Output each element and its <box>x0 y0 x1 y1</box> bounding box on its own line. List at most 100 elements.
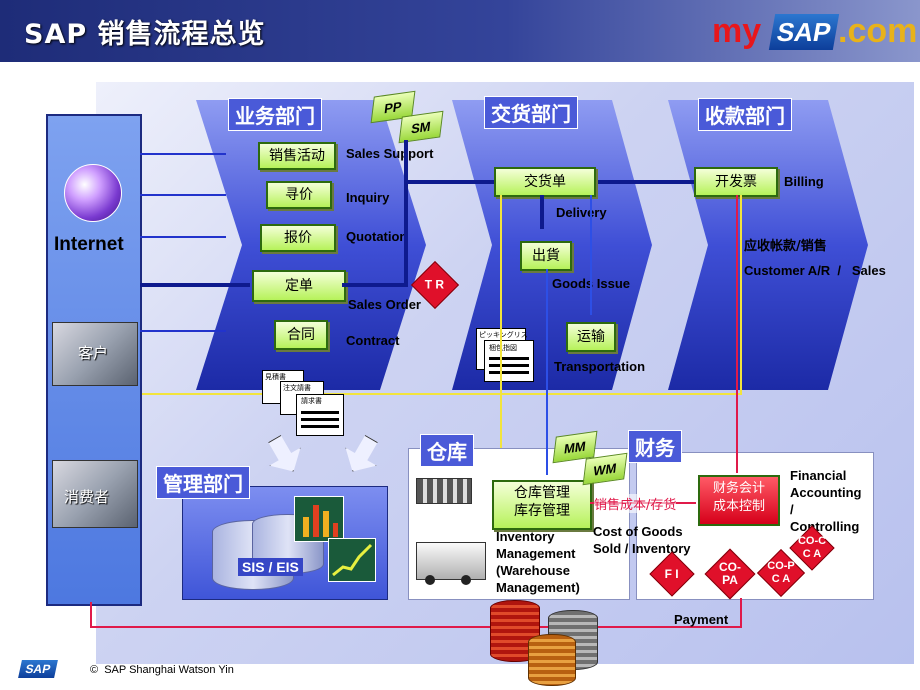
inventory-desc-line2: Management <box>496 546 576 561</box>
billing-dept-label: 收款部门 <box>698 98 792 131</box>
truck-icon <box>416 542 486 585</box>
globe-icon <box>64 164 122 222</box>
warehouse-dept-label: 仓库 <box>420 434 474 467</box>
sales-order-box[interactable]: 定单 <box>252 270 346 302</box>
fi-module-label: F I <box>665 566 679 581</box>
inventory-desc-line4: Management) <box>496 580 580 595</box>
bar-chart-bar <box>323 511 329 537</box>
fin-accounting-line1: 财务会计 <box>712 481 765 496</box>
customer-label: 客户 <box>78 344 109 362</box>
logo-my-text: my <box>712 12 762 50</box>
flow-to-transport <box>590 195 592 315</box>
cogs-line1: Cost of Goods <box>593 524 683 539</box>
delivery-dept-label: 交货部门 <box>484 96 578 129</box>
payment-line-left <box>90 602 92 628</box>
line-chart-svg <box>332 543 373 577</box>
billing-label: Billing <box>784 174 824 189</box>
arrow-sales-order <box>140 283 250 287</box>
page-title: SAP 销售流程总览 <box>24 19 266 50</box>
internet-label: Internet <box>54 234 124 255</box>
transport-box[interactable]: 运输 <box>566 322 616 352</box>
flow-to-billing <box>594 180 694 184</box>
quote-doc-title: 見積書 <box>265 373 286 381</box>
warehouse-building-icon <box>416 478 472 504</box>
fin-desc: Financial Accounting / Controlling <box>790 467 862 535</box>
packing-doc-title: 梱包指図 <box>489 344 517 352</box>
arrow-inquiry <box>140 194 226 196</box>
warehouse-mgmt-line2: 库存管理 <box>514 503 570 519</box>
flow-order-up <box>404 180 408 287</box>
logo-sap-text: SAP <box>768 14 840 50</box>
management-dept-label: 管理部门 <box>156 466 250 499</box>
copca-module-label: CO-P C A <box>767 560 795 585</box>
payment-label: Payment <box>674 612 729 627</box>
doc-line <box>301 425 339 428</box>
arrow-quotation <box>140 236 226 238</box>
truck-wheel <box>461 575 471 585</box>
flow-to-delivery <box>406 180 494 184</box>
delivery-label: Delivery <box>556 205 607 220</box>
sap-footer-logo: SAP <box>18 660 58 678</box>
quotation-box[interactable]: 报价 <box>260 224 336 252</box>
doc-line <box>489 364 529 367</box>
flow-up-to-sm <box>404 140 408 180</box>
arrow-contract <box>140 330 226 332</box>
doc-line <box>489 371 529 374</box>
doc-line <box>489 357 529 360</box>
mysap-logo: my SAP .com <box>712 10 917 54</box>
billing-box[interactable]: 开发票 <box>694 167 778 197</box>
ar-label-cn: 应收帐款/销售 <box>744 239 827 254</box>
fin-accounting-line2: 成本控制 <box>712 499 765 514</box>
yellow-from-billing <box>740 195 742 395</box>
fin-accounting-box[interactable]: 财务会计 成本控制 <box>698 475 780 526</box>
inventory-desc-line1: Inventory <box>496 529 555 544</box>
order-ack-doc-title: 注文請書 <box>283 384 311 392</box>
transport-label: Transportation <box>554 359 646 374</box>
bar-chart-bar <box>303 517 309 537</box>
flow-order-right <box>342 283 408 287</box>
sales-support-label: Sales Support <box>346 146 434 161</box>
goods-issue-box[interactable]: 出貨 <box>520 241 572 271</box>
inquiry-box[interactable]: 寻价 <box>266 181 332 209</box>
title-bar <box>0 0 920 62</box>
red-billing-to-finance <box>736 195 738 473</box>
inquiry-label: Inquiry <box>346 190 390 205</box>
cogs-label-en: Cost of Goods Sold / Inventory <box>593 523 691 557</box>
invoice-doc-title: 請求書 <box>301 397 322 405</box>
sales-support-box[interactable]: 销售活动 <box>258 142 336 170</box>
contract-label: Contract <box>346 333 400 348</box>
coca-module-label: CO-C C A <box>797 535 827 560</box>
consumer-photo <box>52 460 138 528</box>
sales-dept-label: 业务部门 <box>228 98 322 131</box>
inventory-desc: Inventory Management (Warehouse Manageme… <box>496 528 580 596</box>
payment-line-right <box>740 598 742 628</box>
payment-line-bottom <box>90 626 742 628</box>
yellow-return-horizontal <box>142 393 742 395</box>
consumer-label: 消费者 <box>64 488 110 506</box>
quotation-label: Quotation <box>346 229 408 244</box>
bar-chart-icon <box>294 496 344 542</box>
flow-goods-issue-to-warehouse <box>546 269 548 475</box>
finance-dept-label: 财务 <box>628 430 682 463</box>
fin-desc-line2: Accounting <box>790 485 862 500</box>
doc-line <box>301 411 339 414</box>
line-chart-icon <box>328 538 376 582</box>
fin-desc-line4: Controlling <box>790 519 860 534</box>
warehouse-mgmt-line1: 仓库管理 <box>514 485 570 501</box>
contract-box[interactable]: 合同 <box>274 320 328 350</box>
logo-com-text: .com <box>838 12 918 50</box>
customer-photo <box>52 322 138 386</box>
tr-module-label: T R <box>425 277 445 292</box>
bar-chart-bar <box>313 505 319 537</box>
truck-wheel <box>425 575 435 585</box>
invoice-doc: 請求書 <box>296 394 344 436</box>
arrow-sales-support <box>140 153 226 155</box>
sis-eis-label: SIS / EIS <box>238 558 303 576</box>
bar-chart-bar <box>333 523 338 537</box>
delivery-note-box[interactable]: 交货单 <box>494 167 596 197</box>
copyright-text: © SAP Shanghai Watson Yin <box>90 664 234 676</box>
packing-doc: 梱包指図 <box>484 340 534 382</box>
cogs-line2: Sold / Inventory <box>593 541 691 556</box>
warehouse-mgmt-box[interactable]: 仓库管理 库存管理 <box>492 480 592 530</box>
flow-delivery-down <box>540 195 544 229</box>
